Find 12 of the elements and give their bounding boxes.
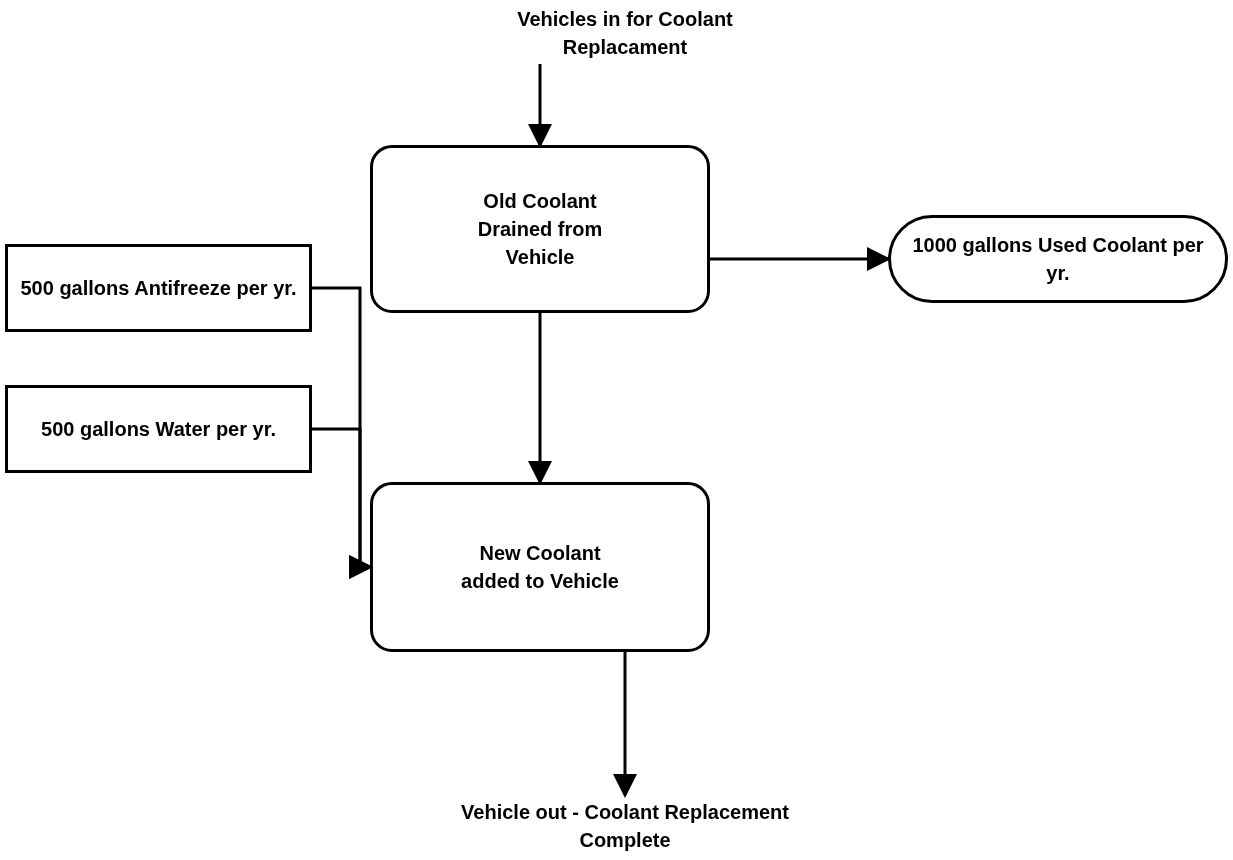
box-label: 1000 gallons Used Coolant per yr. — [911, 233, 1205, 286]
process-box — [370, 482, 710, 652]
box-label: Old Coolant Drained from Vehicle — [476, 189, 604, 270]
box-label: 500 gallons Antifreeze per yr. — [20, 276, 297, 301]
box-label: New Coolant added to Vehicle — [460, 541, 620, 594]
flow-text: Vehicle out - Coolant Replacement Complete — [460, 800, 790, 853]
flow-text: Vehicles in for Coolant Replacament — [516, 7, 734, 60]
process-box — [370, 145, 710, 313]
box-label: 500 gallons Water per yr. — [41, 417, 276, 442]
input-box — [5, 244, 312, 332]
input-box — [5, 385, 312, 473]
arrow — [613, 652, 637, 798]
